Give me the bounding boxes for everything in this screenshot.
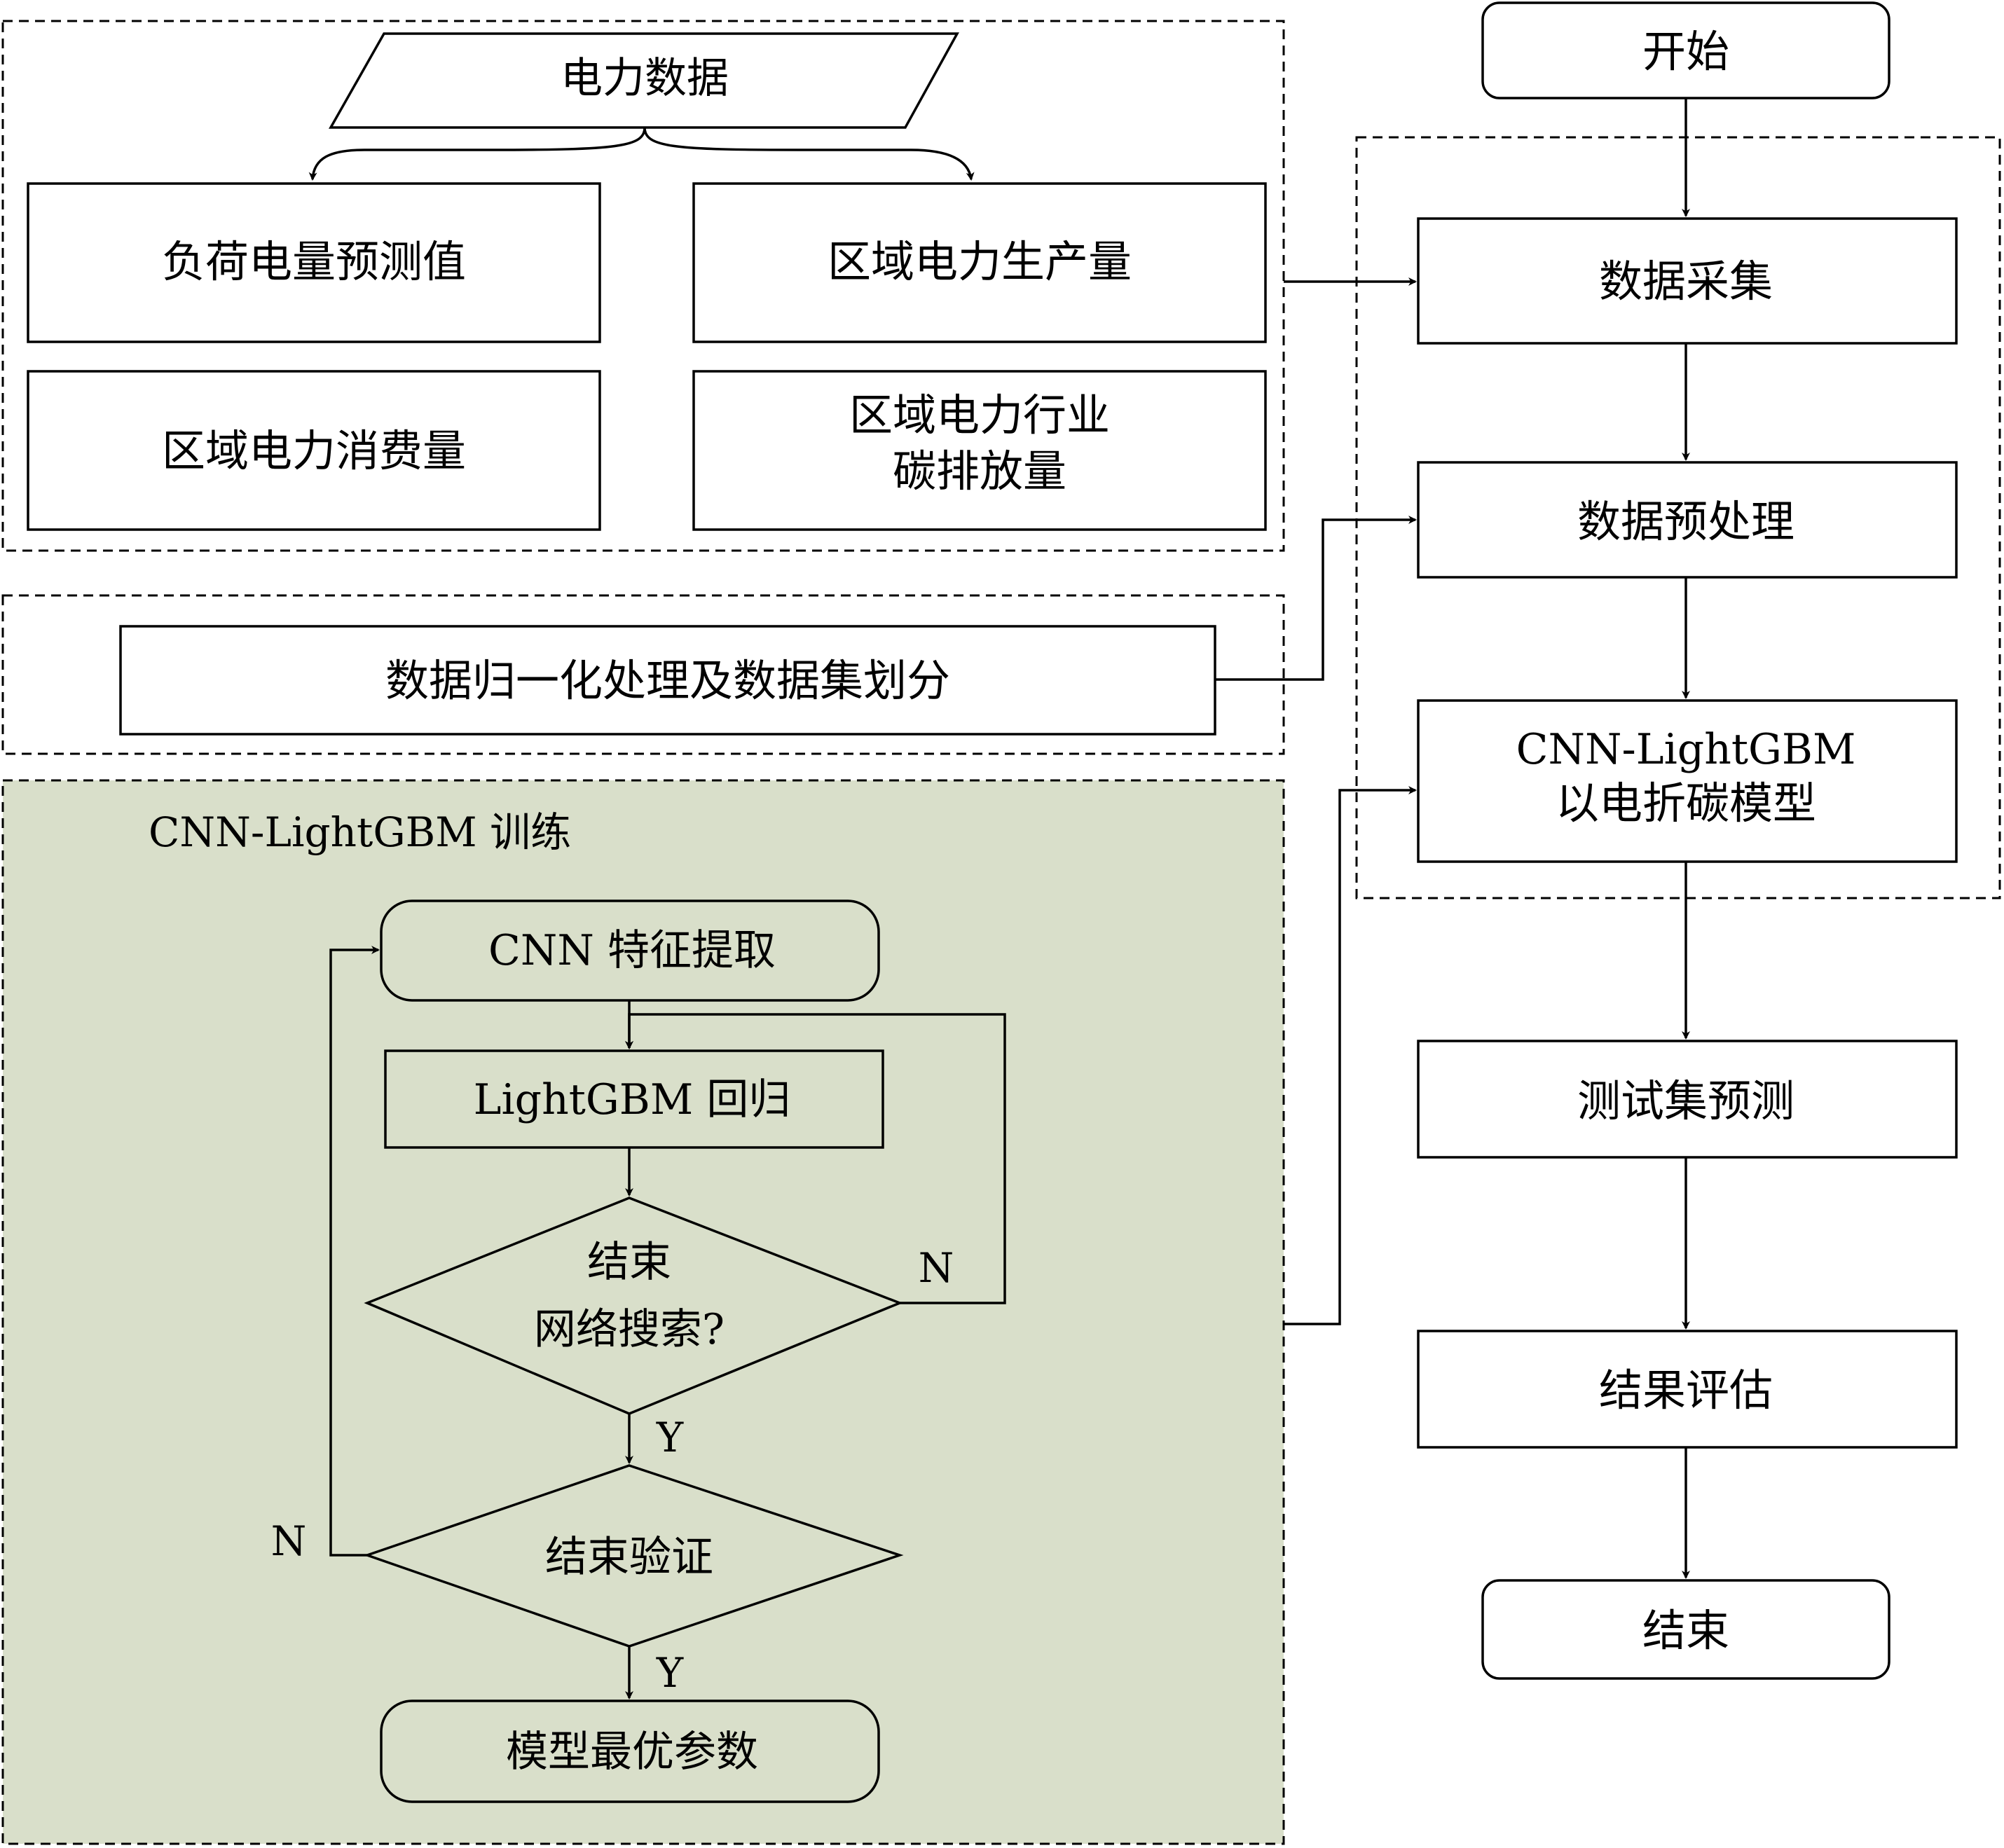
split-edge-right [643, 127, 975, 181]
feature-extraction-label: CNN 特征提取 [488, 926, 776, 975]
production-label: 区域电力生产量 [828, 236, 1132, 287]
grid-yes-label: Y [656, 1414, 684, 1461]
emission-box [692, 370, 1267, 531]
source-data-node [328, 32, 959, 129]
best-params-label: 模型最优参数 [506, 1728, 758, 1777]
source-data-label: 电力数据 [561, 54, 729, 103]
edge-grid-no-loop [625, 1013, 1006, 1304]
edge-validation-no-loop [329, 946, 380, 1557]
normalization-box [119, 625, 1216, 736]
test-node [1417, 1040, 1958, 1159]
model-label-line2: 以电折碳模型 [1556, 778, 1816, 829]
validation-yes-label: Y [656, 1649, 684, 1697]
collect-node [1417, 217, 1958, 345]
evaluate-node [1417, 1330, 1958, 1449]
training-title: CNN-LightGBM 训练 [149, 808, 571, 856]
model-node [1417, 699, 1958, 863]
load-forecast-box [27, 182, 601, 343]
load-forecast-label: 负荷电量预测值 [162, 236, 466, 287]
normalization-label: 数据归一化处理及数据集划分 [385, 655, 950, 706]
start-label: 开始 [1642, 26, 1729, 77]
emission-label-line2: 碳排放量 [893, 446, 1066, 497]
test-label: 测试集预测 [1577, 1075, 1794, 1126]
consumption-label: 区域电力消费量 [162, 425, 466, 476]
regression-node [384, 1049, 884, 1149]
best-params-node [380, 1699, 880, 1803]
normalization-frame [1, 594, 1285, 755]
edge-normalization-to-preprocess [1215, 516, 1417, 681]
edge-training-to-model [1284, 786, 1417, 1325]
end-node [1481, 1579, 1890, 1680]
split-edge-left [308, 127, 646, 181]
consumption-box [27, 370, 601, 531]
validation-no-label: N [271, 1517, 307, 1565]
regression-label: LightGBM 回归 [474, 1075, 791, 1124]
model-label-line1: CNN-LightGBM [1516, 725, 1856, 774]
end-label: 结束 [1642, 1605, 1729, 1656]
grid-search-label-line1: 结束 [587, 1238, 671, 1287]
data-group-frame [1, 20, 1285, 552]
evaluate-label: 结果评估 [1599, 1365, 1773, 1416]
preprocess-node [1417, 461, 1958, 579]
production-box [692, 182, 1267, 343]
grid-search-label-line2: 网络搜索? [534, 1305, 725, 1354]
emission-label-line1: 区域电力行业 [849, 389, 1110, 441]
collect-label: 数据采集 [1599, 256, 1773, 307]
validation-label: 结束验证 [545, 1533, 713, 1582]
model-group-frame [1355, 136, 2001, 899]
preprocess-label: 数据预处理 [1577, 496, 1794, 547]
grid-no-label: N [919, 1244, 954, 1292]
